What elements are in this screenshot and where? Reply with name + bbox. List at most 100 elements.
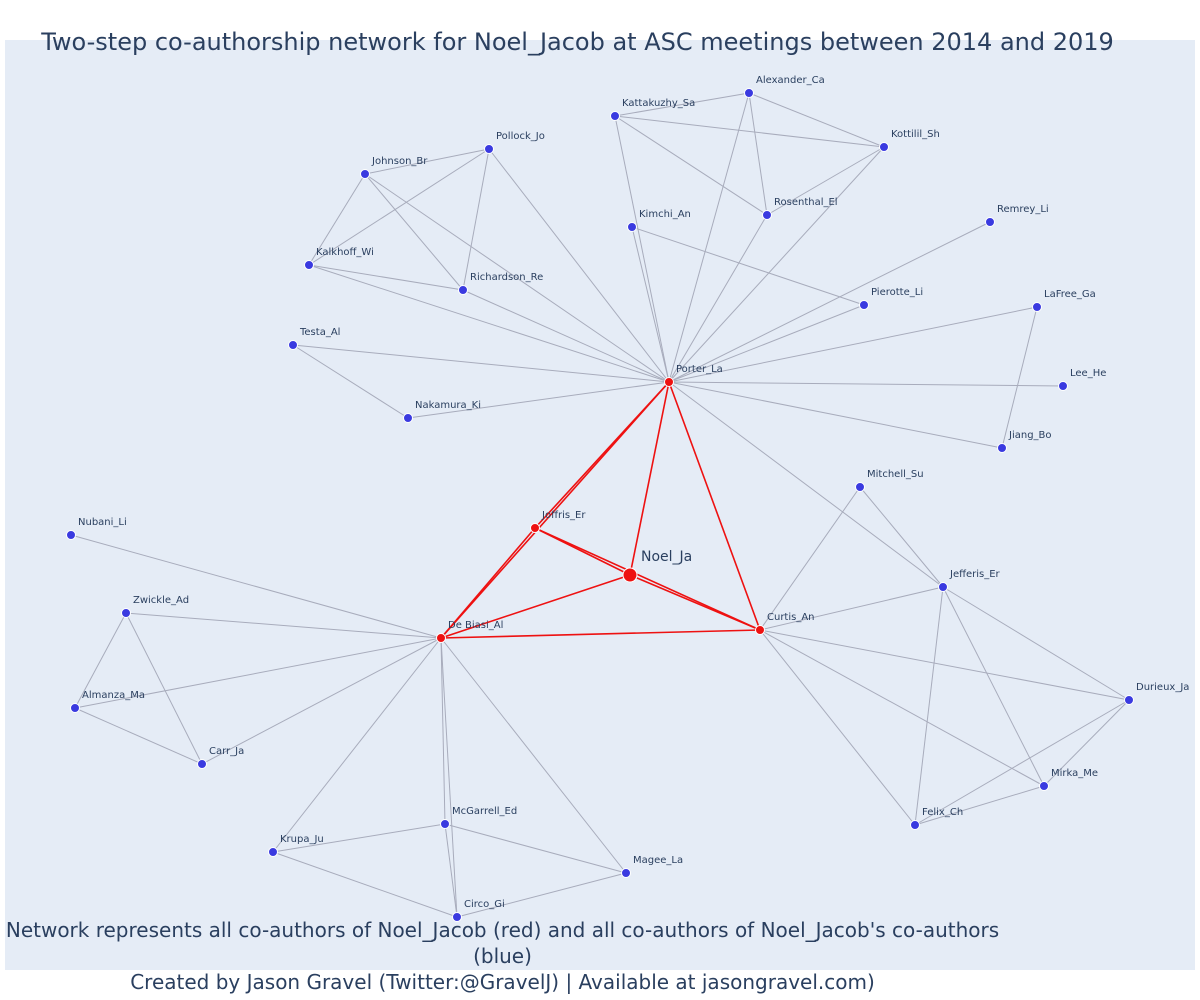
node-mcgarrell-ed[interactable]: [440, 819, 450, 829]
edge-krupa-ju-circo-gi: [272, 851, 458, 918]
node-lee-he[interactable]: [1058, 381, 1068, 391]
node-label-magee-la: Magee_La: [633, 855, 683, 866]
node-jefferis-er[interactable]: [938, 582, 948, 592]
node-label-kottilil-sh: Kottilil_Sh: [891, 129, 940, 140]
edge-noel-ja-de-biasi-al: [440, 574, 631, 639]
node-nakamura-ki[interactable]: [403, 413, 413, 423]
node-pierotte-li[interactable]: [859, 300, 869, 310]
edge-de-biasi-al-circo-gi: [440, 637, 458, 918]
edge-mcgarrell-ed-circo-gi: [444, 823, 458, 918]
node-alexander-ca[interactable]: [744, 88, 754, 98]
edge-kattakuzhy-sa-rosenthal-el: [614, 115, 768, 216]
edge-joffris-er-de-biasi-al: [440, 527, 536, 639]
chart-title: Two-step co-authorship network for Noel_…: [41, 28, 1114, 56]
edge-porter-la-curtis-an: [668, 381, 761, 631]
node-label-testa-al: Testa_Al: [299, 327, 340, 338]
edge-johnson-br-kalkhoff-wi: [308, 173, 366, 266]
edge-de-biasi-al-krupa-ju: [272, 637, 442, 853]
node-label-de-biasi-al: De Biasi_Al: [448, 620, 503, 631]
edge-pollock-jo-kalkhoff-wi: [308, 148, 490, 266]
edge-de-biasi-al-curtis-an: [440, 629, 761, 639]
node-label-carr-ja: Carr_Ja: [209, 746, 244, 757]
node-felix-ch[interactable]: [910, 820, 920, 830]
edge-durieux-ja-mirka-me: [1043, 699, 1130, 787]
node-testa-al[interactable]: [288, 340, 298, 350]
node-circo-gi[interactable]: [452, 912, 462, 922]
node-joffris-er[interactable]: [530, 523, 540, 533]
node-porter-la[interactable]: [664, 377, 674, 387]
node-kimchi-an[interactable]: [627, 222, 637, 232]
node-label-porter-la: Porter_La: [676, 364, 723, 375]
edge-curtis-an-felix-ch: [759, 629, 916, 826]
node-lafree-ga[interactable]: [1032, 302, 1042, 312]
node-mirka-me[interactable]: [1039, 781, 1049, 791]
node-durieux-ja[interactable]: [1124, 695, 1134, 705]
edge-pollock-jo-porter-la: [488, 148, 670, 383]
node-label-noel-ja: Noel_Ja: [641, 549, 692, 565]
edge-mcgarrell-ed-magee-la: [444, 823, 627, 874]
node-label-johnson-br: Johnson_Br: [371, 156, 428, 167]
node-kattakuzhy-sa[interactable]: [610, 111, 620, 121]
node-krupa-ju[interactable]: [268, 847, 278, 857]
edge-lafree-ga-porter-la: [668, 306, 1038, 383]
node-rosenthal-el[interactable]: [762, 210, 772, 220]
node-johnson-br[interactable]: [360, 169, 370, 179]
edge-curtis-an-mirka-me: [759, 629, 1045, 787]
edge-jiang-bo-porter-la: [668, 381, 1003, 449]
node-label-curtis-an: Curtis_An: [767, 612, 815, 623]
node-carr-ja[interactable]: [197, 759, 207, 769]
edge-kalkhoff-wi-porter-la: [308, 264, 670, 383]
edge-pollock-jo-johnson-br: [364, 148, 490, 175]
node-nubani-li[interactable]: [66, 530, 76, 540]
node-label-pollock-jo: Pollock_Jo: [496, 131, 545, 142]
edge-curtis-an-durieux-ja: [759, 629, 1130, 701]
edge-de-biasi-al-mcgarrell-ed: [440, 637, 446, 825]
node-label-jefferis-er: Jefferis_Er: [949, 569, 1001, 580]
node-label-mitchell-su: Mitchell_Su: [867, 469, 924, 480]
edge-kimchi-an-porter-la: [631, 226, 670, 383]
node-kottilil-sh[interactable]: [879, 142, 889, 152]
caption-line-2: Created by Jason Gravel (Twitter:@Gravel…: [130, 970, 875, 994]
edge-alexander-ca-porter-la: [668, 92, 750, 383]
node-label-felix-ch: Felix_Ch: [922, 807, 963, 818]
edge-mitchell-su-curtis-an: [759, 486, 861, 631]
edge-jefferis-er-durieux-ja: [942, 586, 1130, 701]
node-label-richardson-re: Richardson_Re: [470, 272, 543, 283]
node-label-pierotte-li: Pierotte_Li: [871, 287, 923, 298]
edge-alexander-ca-kattakuzhy-sa: [614, 92, 750, 117]
edge-kottilil-sh-porter-la: [668, 146, 885, 383]
node-richardson-re[interactable]: [458, 285, 468, 295]
caption-line-1: Network represents all co-authors of Noe…: [5, 918, 1000, 968]
edge-nakamura-ki-porter-la: [407, 381, 670, 419]
node-de-biasi-al[interactable]: [436, 633, 446, 643]
node-label-kattakuzhy-sa: Kattakuzhy_Sa: [622, 98, 695, 109]
node-remrey-li[interactable]: [985, 217, 995, 227]
edge-jefferis-er-mirka-me: [942, 586, 1045, 787]
node-label-zwickle-ad: Zwickle_Ad: [133, 595, 189, 606]
edge-almanza-ma-de-biasi-al: [74, 637, 442, 709]
node-curtis-an[interactable]: [755, 625, 765, 635]
edge-alexander-ca-rosenthal-el: [748, 92, 768, 216]
node-mitchell-su[interactable]: [855, 482, 865, 492]
edge-carr-ja-de-biasi-al: [201, 637, 442, 765]
node-magee-la[interactable]: [621, 868, 631, 878]
edge-zwickle-ad-almanza-ma: [74, 612, 127, 709]
edge-pierotte-li-porter-la: [668, 304, 865, 383]
node-label-lafree-ga: LaFree_Ga: [1044, 289, 1096, 300]
node-label-rosenthal-el: Rosenthal_El: [774, 197, 838, 208]
node-noel-ja[interactable]: [622, 567, 638, 583]
node-zwickle-ad[interactable]: [121, 608, 131, 618]
edge-testa-al-nakamura-ki: [292, 344, 409, 419]
edge-jefferis-er-curtis-an: [759, 586, 944, 631]
node-kalkhoff-wi[interactable]: [304, 260, 314, 270]
chart-caption: Network represents all co-authors of Noe…: [5, 917, 1000, 995]
node-pollock-jo[interactable]: [484, 144, 494, 154]
node-jiang-bo[interactable]: [997, 443, 1007, 453]
node-label-lee-he: Lee_He: [1070, 368, 1106, 379]
plot-background: [5, 40, 1195, 970]
edge-noel-ja-porter-la: [629, 381, 670, 576]
node-almanza-ma[interactable]: [70, 703, 80, 713]
node-label-circo-gi: Circo_Gi: [464, 899, 505, 910]
node-label-almanza-ma: Almanza_Ma: [82, 690, 145, 701]
